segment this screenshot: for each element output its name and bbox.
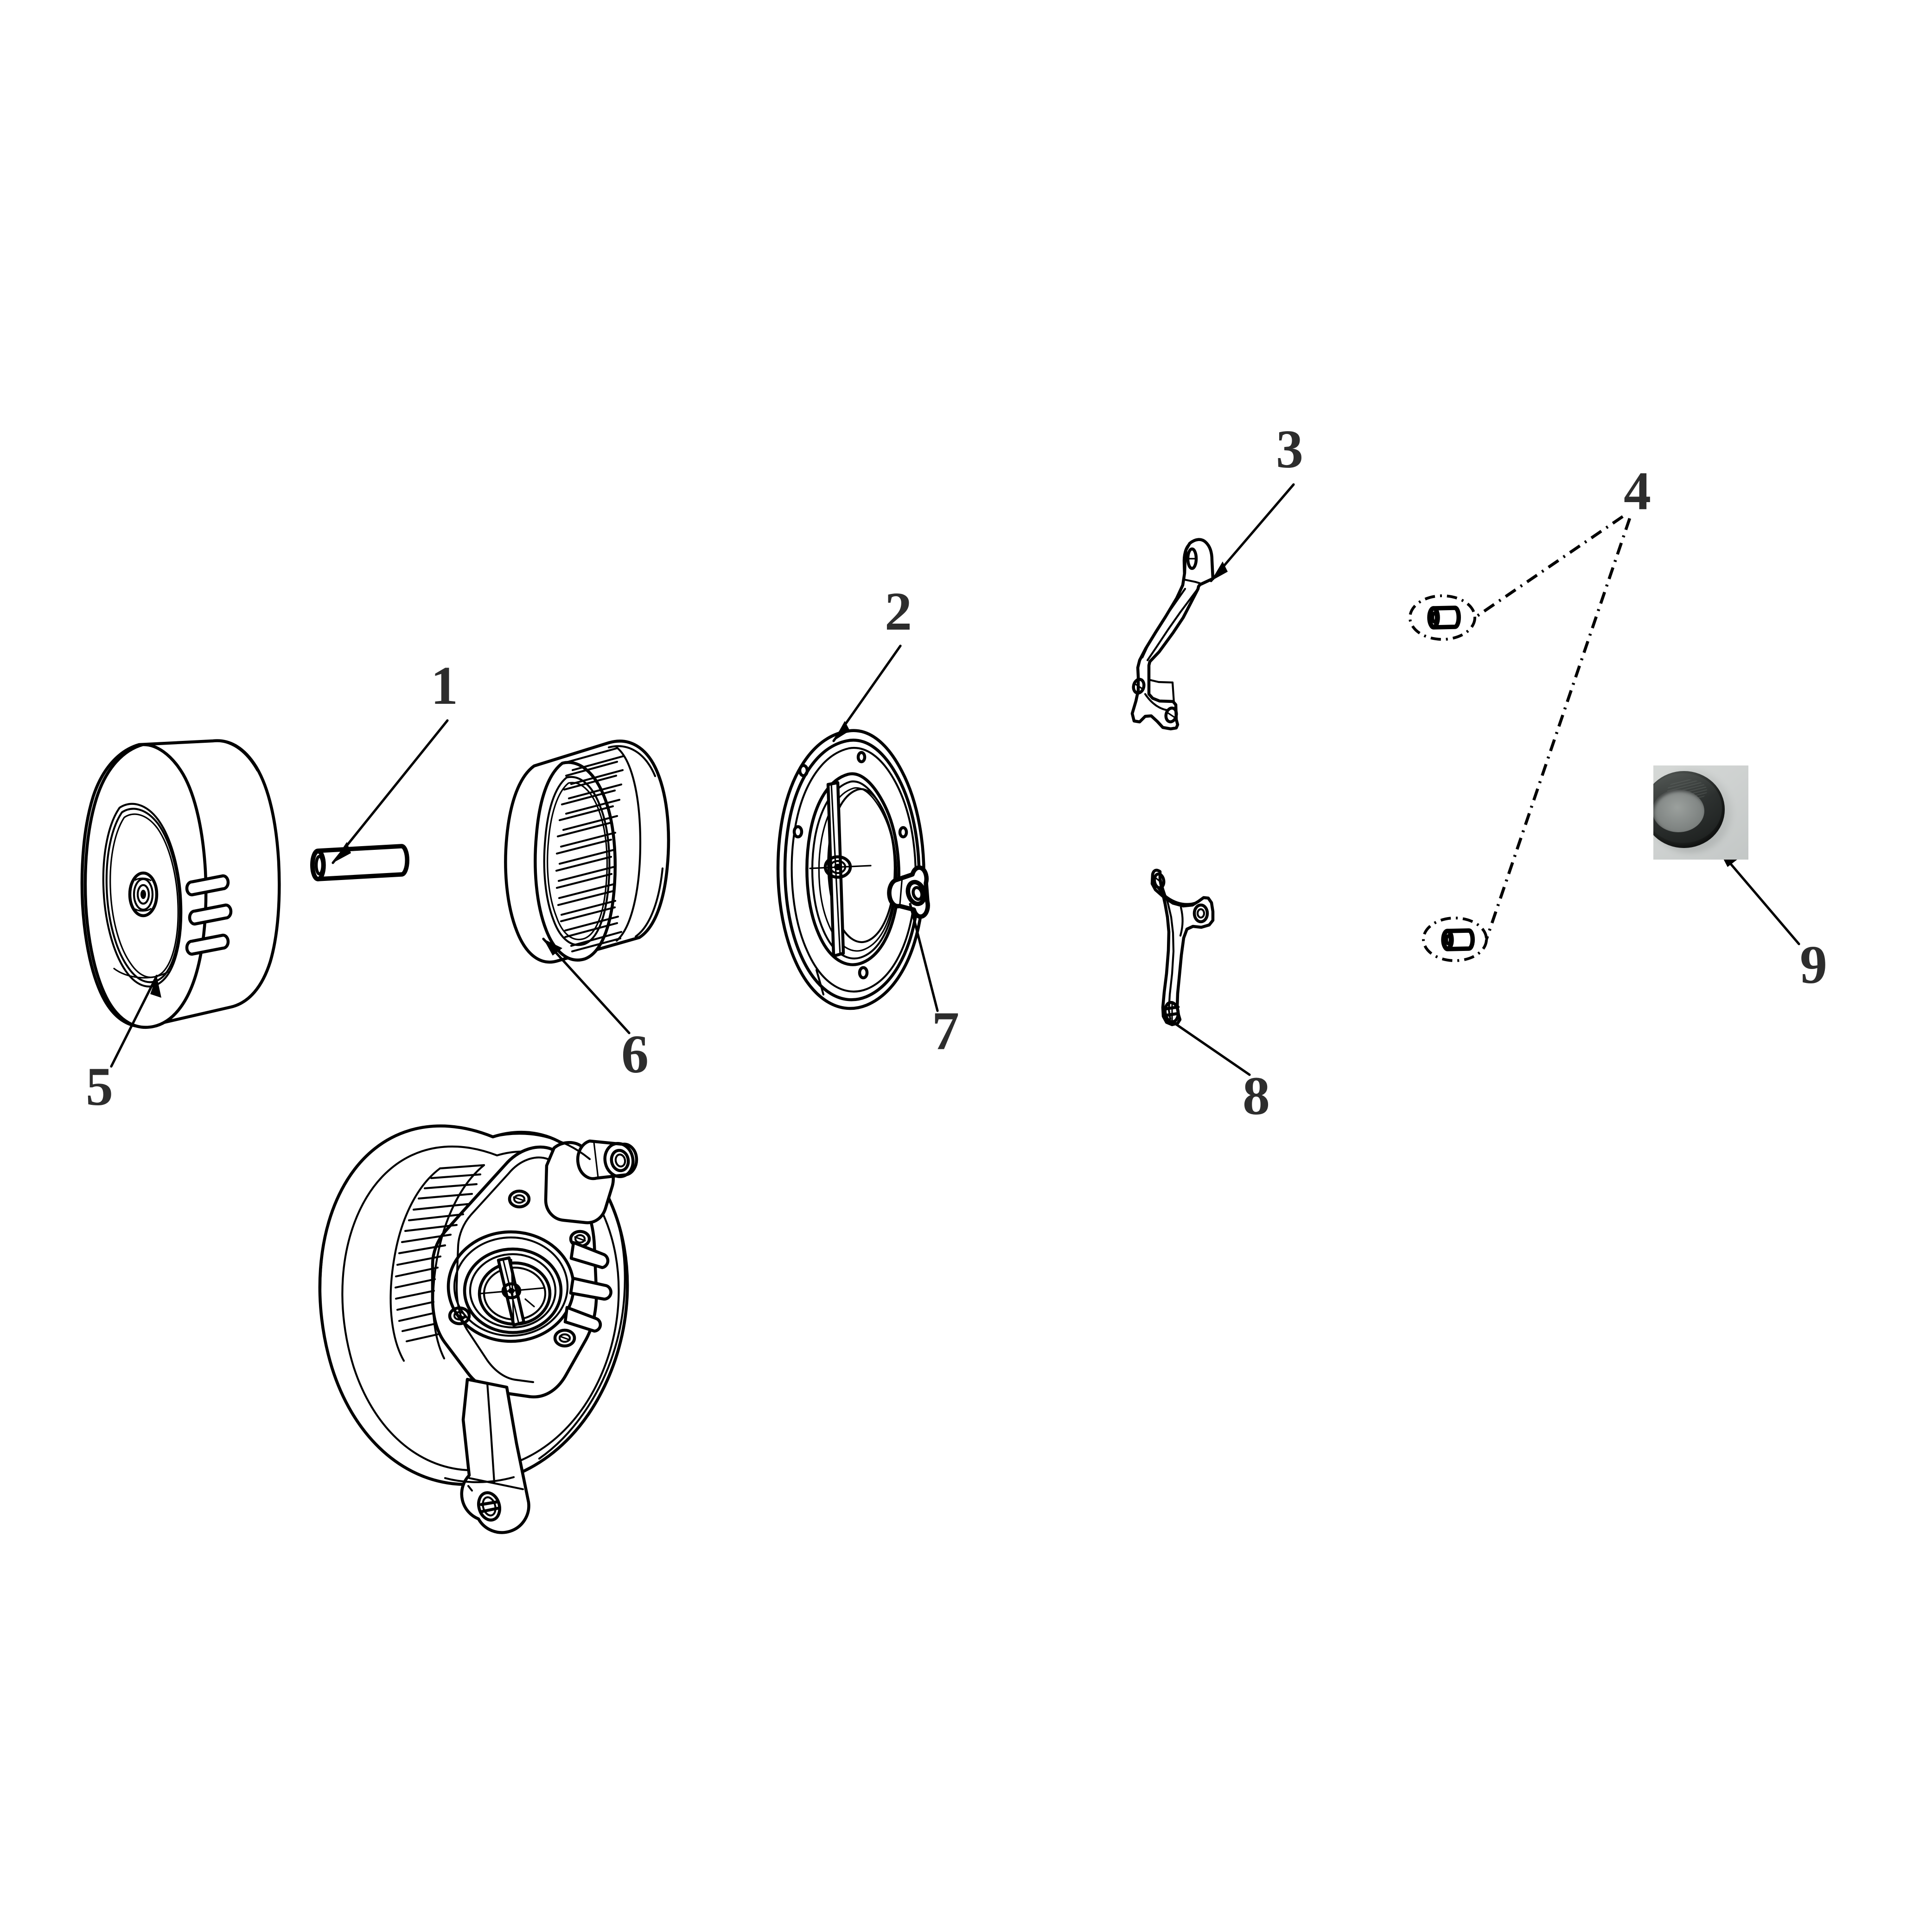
part-6-filter-element — [504, 740, 670, 964]
assembly-fan-blades — [389, 1164, 485, 1362]
part-9-photograph — [1653, 765, 1748, 860]
spacer-bushing-upper — [1427, 606, 1461, 630]
leader-4 — [1474, 515, 1632, 940]
leader-3 — [1210, 483, 1295, 582]
part-8-lower-support-bracket — [1150, 868, 1215, 1027]
part-6-pleats — [555, 747, 625, 953]
callout-label-8: 8 — [1243, 1065, 1270, 1126]
leader-7 — [909, 903, 939, 1012]
spacer-bushing-lower — [1441, 928, 1475, 951]
callout-label-2: 2 — [885, 581, 912, 642]
part-5-motor-end-cover — [80, 739, 281, 1029]
callout-label-6: 6 — [621, 1024, 649, 1084]
part-5-louver-slots — [185, 874, 233, 956]
callout-label-3: 3 — [1276, 419, 1303, 479]
leader-2 — [832, 644, 902, 742]
part-2-throttle-body-flange — [776, 729, 925, 1010]
callout-label-1: 1 — [431, 655, 458, 716]
callout-label-5: 5 — [86, 1056, 113, 1117]
leader-8 — [1171, 1020, 1251, 1076]
part-4-spacer-bushings — [1409, 594, 1488, 962]
leader-1 — [332, 719, 449, 864]
assembly-mounting-bosses — [448, 1189, 591, 1348]
callout-label-4: 4 — [1624, 460, 1651, 521]
rubber-grommet-bore — [1653, 790, 1704, 832]
blower-motor-assembly — [318, 1124, 638, 1534]
part-3-upper-support-bracket — [1130, 538, 1215, 731]
detail-ellipse-upper — [1409, 594, 1476, 641]
leader-5 — [110, 975, 161, 1068]
leader-6 — [542, 937, 631, 1034]
part-1-roll-pin — [310, 844, 409, 881]
callout-label-9: 9 — [1800, 934, 1827, 995]
rubber-grommet-body — [1653, 771, 1725, 848]
callout-label-7: 7 — [932, 1001, 959, 1061]
part-7-lock-nut — [887, 865, 930, 919]
leader-9 — [1717, 848, 1800, 945]
